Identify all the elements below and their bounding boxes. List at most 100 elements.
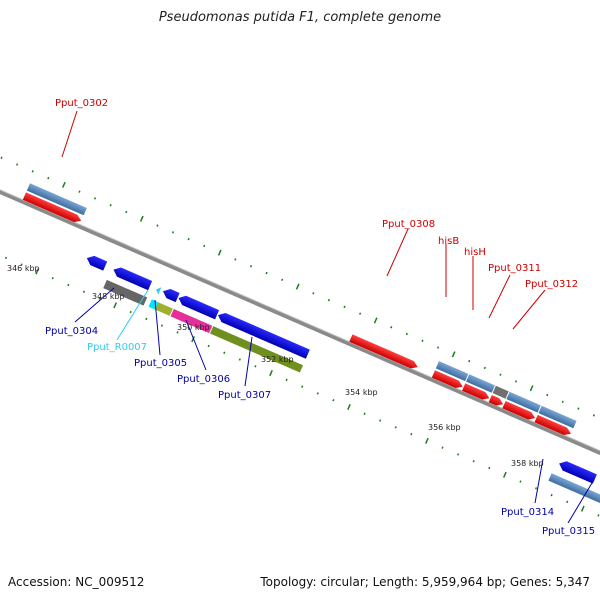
gene-0306-bar[interactable] — [170, 308, 213, 334]
tick-minor — [285, 378, 288, 382]
tick-minor — [488, 466, 491, 470]
tick-minor — [265, 271, 268, 275]
cds-hisb-arrow[interactable] — [431, 370, 465, 390]
tick-major — [139, 215, 144, 222]
cds-0307-arrow[interactable] — [216, 311, 310, 359]
kbp-label: 354 kbp — [345, 388, 378, 397]
label-pput-0312[interactable]: Pput_0312 — [525, 279, 578, 290]
label-pput-0302[interactable]: Pput_0302 — [55, 98, 108, 109]
gene-0311-bar[interactable] — [492, 385, 509, 399]
cds-0313-arrow[interactable] — [534, 414, 573, 437]
tick-major — [373, 317, 378, 324]
gene-0312-bar[interactable] — [506, 391, 541, 413]
tick-major — [62, 181, 66, 188]
connector-0306 — [185, 319, 207, 371]
gene-0314-bar[interactable] — [548, 473, 600, 506]
gene-0305-bar[interactable] — [154, 302, 173, 316]
label-pput-0308[interactable]: Pput_0308 — [382, 219, 435, 230]
tick-minor — [16, 163, 19, 166]
connector-0308 — [386, 228, 409, 277]
tick-minor — [51, 276, 54, 280]
tick-major — [113, 302, 118, 309]
cds-0311-arrow[interactable] — [488, 394, 505, 408]
rna-r0007-arrow[interactable] — [155, 286, 162, 295]
tick-minor — [597, 514, 600, 517]
gene-hisb-bar[interactable] — [435, 361, 469, 382]
connector-0304 — [74, 287, 115, 323]
tick-minor — [514, 380, 518, 383]
kbp-labels: 346 kbp 348 kbp 350 kbp 352 kbp 354 kbp … — [7, 264, 544, 468]
tick-minor — [109, 204, 112, 207]
tick-minor — [156, 224, 159, 227]
cds-0308-arrow[interactable] — [349, 334, 419, 370]
tick-minor — [550, 493, 553, 497]
tick-minor — [20, 263, 23, 266]
connector-r0007 — [116, 289, 149, 341]
tick-minor — [327, 298, 331, 302]
gene-0307-bar[interactable] — [210, 326, 304, 373]
tick-minor — [125, 210, 128, 214]
tick-minor — [47, 176, 50, 180]
cds-0304-arrow[interactable] — [111, 265, 153, 291]
tick-minor — [519, 480, 522, 483]
tick-minor — [577, 407, 580, 410]
track-group — [0, 156, 600, 517]
tick-major — [502, 471, 507, 478]
cds-0312-arrow[interactable] — [502, 400, 536, 422]
cds-0303-arrow[interactable] — [85, 254, 108, 271]
gene-0302-bar[interactable] — [26, 183, 87, 216]
tick-minor — [592, 414, 596, 417]
tick-minor — [359, 312, 362, 315]
gene-0313-bar[interactable] — [538, 405, 577, 429]
label-pput-0305[interactable]: Pput_0305 — [134, 358, 187, 369]
connector-0312 — [512, 289, 546, 330]
tick-minor — [0, 156, 3, 159]
tick-major — [35, 268, 40, 275]
tick-minor — [561, 400, 564, 404]
label-pput-0314[interactable]: Pput_0314 — [501, 507, 554, 518]
label-hisb[interactable]: hisB — [438, 236, 459, 247]
label-pput-0311[interactable]: Pput_0311 — [488, 263, 541, 274]
tick-minor — [203, 244, 206, 248]
tick-minor — [312, 292, 315, 295]
tick-minor — [499, 373, 502, 376]
tick-minor — [82, 290, 86, 293]
label-pput-r0007[interactable]: Pput_R0007 — [87, 342, 147, 353]
kbp-label: 348 kbp — [92, 292, 125, 301]
cds-0302-arrow[interactable] — [22, 192, 83, 224]
tick-minor — [301, 385, 304, 388]
tick-minor — [468, 359, 471, 363]
connector-0311 — [488, 274, 511, 319]
label-pput-0315[interactable]: Pput_0315 — [542, 526, 595, 537]
label-pput-0304[interactable]: Pput_0304 — [45, 326, 98, 337]
tick-minor — [171, 231, 175, 234]
tick-major — [580, 505, 585, 512]
tick-major — [529, 385, 534, 392]
cds-hish-arrow[interactable] — [462, 383, 491, 402]
cds-0314-arrow[interactable] — [557, 459, 597, 484]
genome-summary-text: Topology: circular; Length: 5,959,964 bp… — [260, 575, 590, 589]
gene-hish-bar[interactable] — [466, 374, 495, 393]
tick-minor — [98, 297, 101, 300]
label-pput-0306[interactable]: Pput_0306 — [177, 374, 230, 385]
inner-tick-row — [4, 256, 600, 517]
label-hish[interactable]: hisH — [464, 247, 486, 258]
tick-major — [425, 437, 429, 444]
kbp-label: 358 kbp — [511, 459, 544, 468]
tick-minor — [223, 351, 226, 354]
kbp-label: 352 kbp — [261, 355, 294, 364]
tick-minor — [160, 324, 163, 327]
cds-0305-arrow[interactable] — [161, 287, 180, 303]
tick-minor — [457, 453, 460, 456]
tick-minor — [405, 332, 408, 336]
tick-minor — [436, 346, 440, 349]
connector-0305 — [154, 299, 161, 356]
pseudo-0304-bar[interactable] — [103, 279, 148, 306]
tick-minor — [176, 331, 179, 334]
label-pput-0307[interactable]: Pput_0307 — [218, 390, 271, 401]
tick-minor — [93, 197, 97, 200]
connector-0315 — [567, 482, 593, 524]
tick-minor — [394, 426, 397, 429]
cds-0306-arrow[interactable] — [177, 293, 220, 320]
